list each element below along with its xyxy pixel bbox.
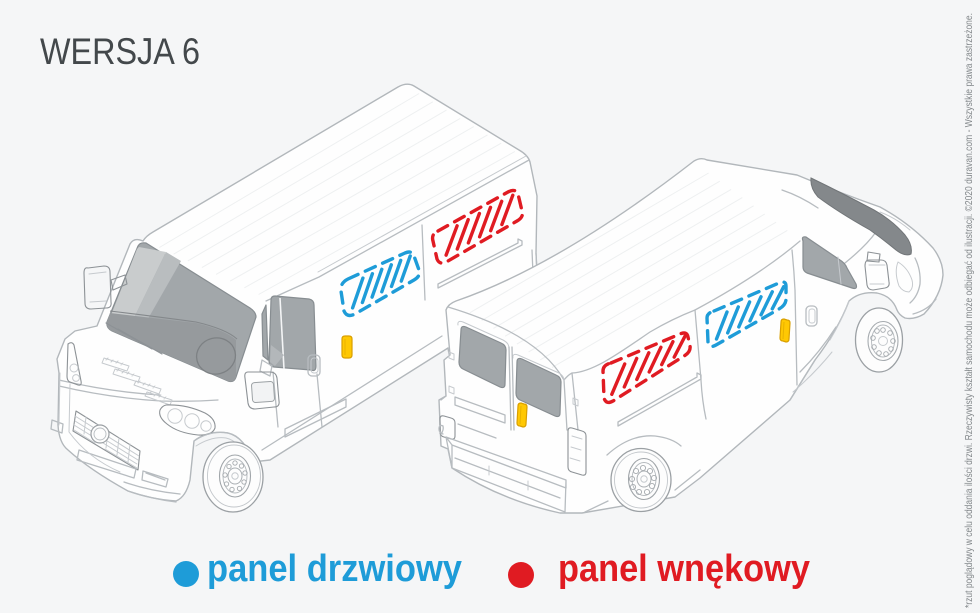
svg-text:*rzut poglądowy w celu oddania: *rzut poglądowy w celu oddania ilości dr… [964,13,975,608]
svg-text:WERSJA 6: WERSJA 6 [40,31,200,72]
svg-text:panel wnękowy: panel wnękowy [558,548,810,590]
svg-text:panel drzwiowy: panel drzwiowy [207,548,462,590]
